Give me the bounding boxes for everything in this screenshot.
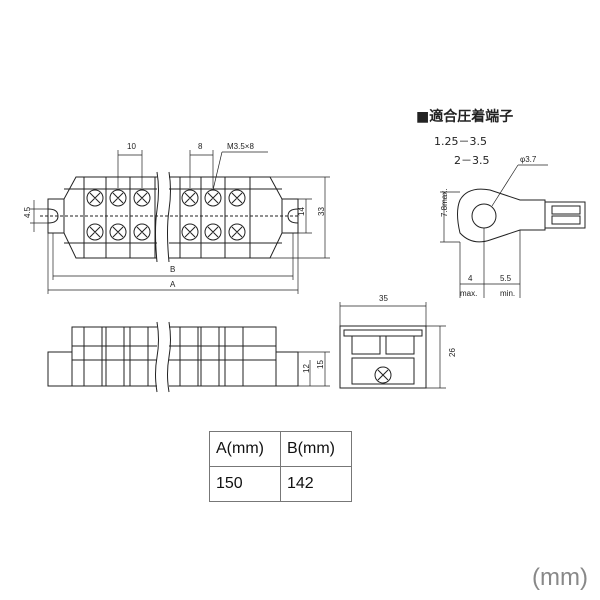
terminal-dimensions [440,164,548,298]
dim-outer-height: 33 [317,207,326,216]
side-view [47,321,299,393]
table-row: 150 142 [209,466,352,502]
screw-row-bottom [86,223,246,241]
unit-label: (mm) [532,564,588,591]
dim-inner-height: 14 [297,207,306,216]
end-dimensions [339,302,446,389]
dim-end-width: 35 [379,294,388,303]
dimension-table: A(mm) B(mm) 150 142 [209,431,352,502]
end-view [339,325,427,389]
side-dimensions [298,351,330,387]
crimp-terminal [457,188,586,243]
top-dimensions [30,150,330,294]
screw-spec: M3.5×8 [227,142,254,151]
table-row: A(mm) B(mm) [209,431,352,467]
dim-end-height: 26 [448,348,457,357]
terminal-dim-55: 5.5 [500,274,512,283]
dim-pitch: 10 [127,142,136,151]
header-a: A(mm) [209,431,281,467]
terminal-dim-min: min. [500,289,515,298]
value-b: 142 [280,466,352,502]
dim-B: B [170,265,175,274]
terminal-dia: φ3.7 [520,155,537,164]
dim-hole: 4.5 [23,206,32,218]
dim-pitch2: 8 [198,142,203,151]
terminal-spec1: 1.25－3.5 [434,135,487,148]
dim-side-h2: 15 [316,360,325,369]
terminal-dim-4: 4 [468,274,473,283]
terminal-max-height: 7.8max. [440,189,449,217]
top-view [40,171,300,263]
terminal-spec2: 2－3.5 [454,154,490,167]
terminal-dim-max: max. [460,289,477,298]
dim-A: A [170,280,176,289]
header-b: B(mm) [280,431,352,467]
value-a: 150 [209,466,281,502]
terminal-title: ■適合圧着端子 [416,108,513,125]
dim-side-h1: 12 [302,364,311,373]
screw-row-top [86,189,246,207]
